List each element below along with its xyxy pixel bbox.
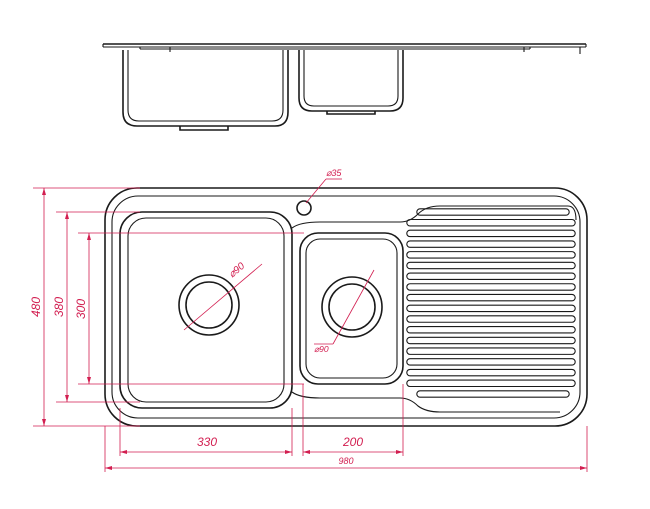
drainer-rib [406, 315, 576, 323]
drainer-rib [406, 358, 576, 366]
tap-hole [296, 200, 312, 216]
drainer-rib [406, 218, 576, 227]
bowl-depth-380-label: 380 [52, 297, 66, 317]
large-bowl-width-label: 330 [197, 435, 217, 449]
overall-width-label: 480 [29, 297, 43, 317]
drainer-rib [406, 326, 576, 334]
small-bowl-waste [321, 276, 383, 338]
small-bowl-width-label: 200 [342, 435, 363, 449]
drainer-rib [406, 240, 576, 248]
overall-length-label: 980 [338, 456, 353, 466]
drainer-rib [406, 347, 576, 355]
drainer-rib [406, 379, 576, 388]
drainer-rib [406, 251, 576, 259]
small-waste-dimension-label: ⌀90 [314, 344, 329, 354]
small-bowl [299, 232, 404, 385]
bowl-depth-300-label: 300 [74, 299, 88, 319]
drainer-rib [406, 272, 576, 280]
large-bowl [119, 211, 293, 409]
plan-view [104, 187, 588, 427]
large-waste-dimension-label: ⌀90 [227, 261, 248, 281]
dimension-arrows [42, 188, 587, 470]
drainer-rib [406, 283, 576, 291]
tap-hole-dimension-label: ⌀35 [326, 168, 342, 178]
drainer-rib [406, 336, 576, 345]
large-bowl-waste [178, 274, 240, 336]
drainer-rib [416, 390, 570, 398]
drainer-rib [406, 368, 576, 377]
drainer-rib [406, 304, 576, 313]
drainer-rib [416, 208, 570, 216]
drainer-rib [406, 261, 576, 270]
drainer-rib [406, 229, 576, 238]
side-elevation-view [102, 43, 587, 131]
drainer-rib [406, 293, 576, 302]
drainer-ribs [406, 208, 576, 398]
